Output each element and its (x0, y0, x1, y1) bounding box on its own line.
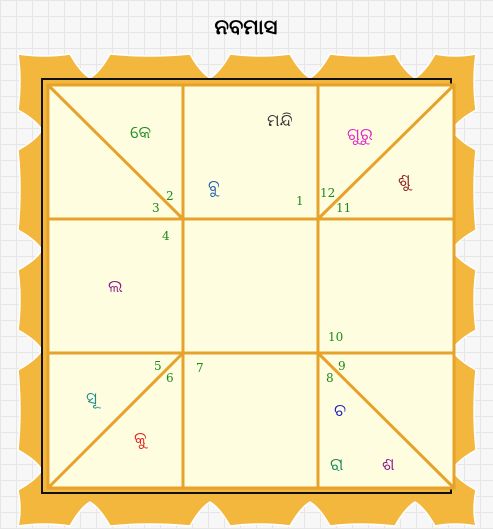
chart-title: ନବମାସ (215, 15, 278, 39)
house-number-8: 8 (326, 371, 334, 385)
planet-chandra: ଚ (334, 401, 346, 421)
house-number-10: 10 (328, 330, 343, 344)
house-number-7: 7 (196, 361, 204, 375)
house-number-1: 1 (296, 194, 304, 208)
house-number-9: 9 (338, 359, 346, 373)
planet-guru: ଗୁରୁ (347, 125, 373, 145)
house-number-3: 3 (152, 201, 160, 215)
planet-rahu: ରା (330, 455, 344, 475)
house-number-2: 2 (166, 189, 174, 203)
planet-budha: ବୁ (208, 177, 220, 197)
planet-shani: ଶ (382, 455, 395, 475)
planet-lagna: ଲ (108, 277, 123, 297)
house-number-11: 11 (336, 201, 351, 215)
planet-ketu: କେ (130, 123, 151, 143)
planet-mandi: ମନ୍ଦି (267, 111, 293, 131)
house-number-12: 12 (320, 186, 335, 200)
house-number-5: 5 (154, 359, 162, 373)
house-number-4: 4 (162, 229, 170, 243)
house-number-6: 6 (166, 371, 174, 385)
